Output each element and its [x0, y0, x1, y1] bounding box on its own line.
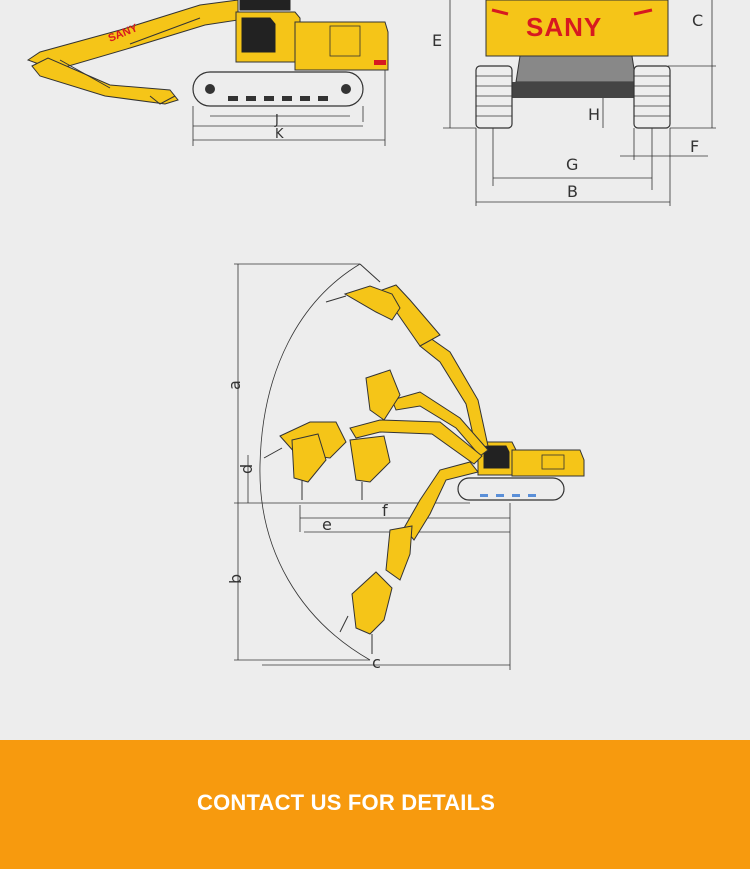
front-brand-text: SANY — [526, 12, 602, 42]
dim-label-k: K — [275, 127, 284, 142]
dim-label-b-upper: B — [567, 182, 578, 201]
breaker-arm-positions — [263, 263, 489, 654]
contact-banner[interactable]: CONTACT US FOR DETAILS — [0, 740, 750, 869]
side-view-excavator: SANY J K — [26, 0, 389, 146]
dim-label-g: G — [566, 155, 578, 174]
dim-label-a: a — [225, 380, 244, 390]
dim-label-f: F — [690, 137, 699, 156]
dim-label-c-upper: C — [692, 11, 703, 30]
reach-arc — [259, 263, 371, 661]
dim-label-d: d — [237, 464, 256, 474]
dim-label-h: H — [588, 105, 600, 124]
dim-label-b: b — [226, 574, 245, 584]
dim-label-e-range: e — [322, 515, 332, 534]
dim-label-j: J — [274, 113, 279, 128]
working-range-diagram: a d b f e c — [225, 263, 585, 672]
front-view-excavator: SANY E C H F — [432, 0, 716, 206]
range-excavator-body — [457, 441, 585, 501]
dim-label-c-range: c — [372, 653, 381, 672]
dim-label-f-range: f — [382, 501, 388, 520]
dim-label-e-upper: E — [432, 31, 442, 50]
contact-banner-text[interactable]: CONTACT US FOR DETAILS — [197, 790, 496, 815]
top-diagrams: SANY J K — [26, 0, 716, 206]
